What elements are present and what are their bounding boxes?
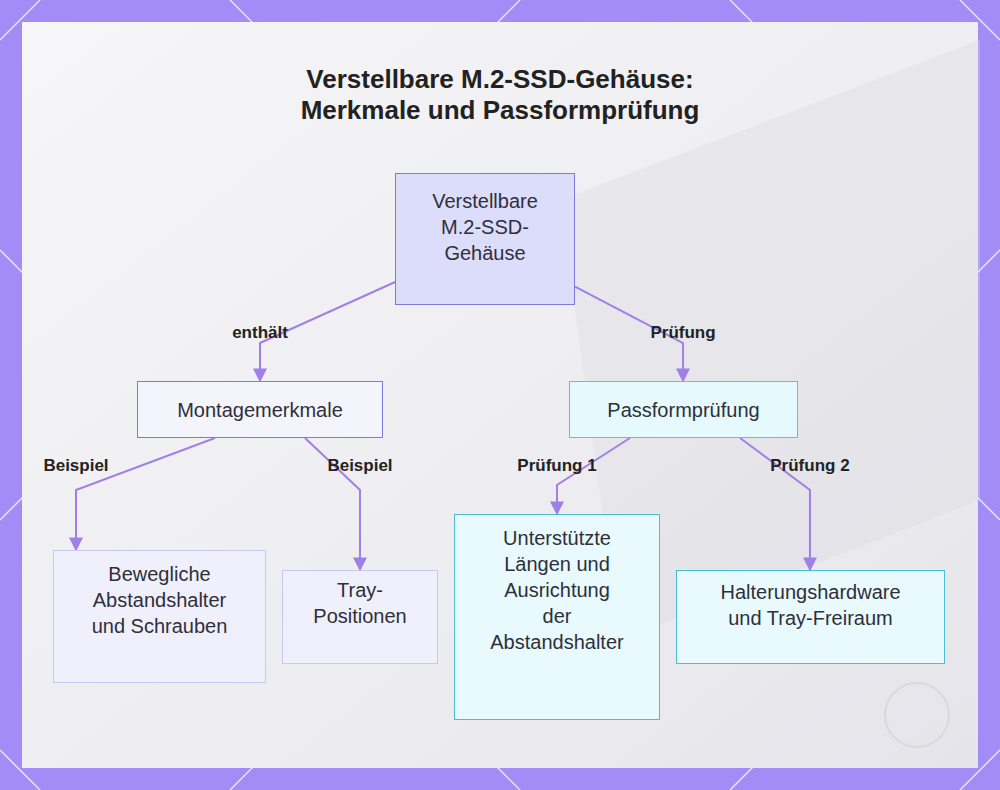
node-label: Passformprüfung [607,397,759,423]
logo-mark [885,683,949,747]
node-label: Verstellbare M.2-SSD-Gehäuse [416,188,554,266]
edge-label: Beispiel [43,456,108,476]
edge-label: Prüfung 1 [517,456,596,476]
edge-label: enthält [232,323,288,343]
root-box: Verstellbare M.2-SSD-Gehäuse [395,173,575,305]
connector-line [557,438,630,514]
edge-label: Beispiel [327,456,392,476]
category-box: Montagemerkmale [137,381,383,438]
node-label: Unterstützte Längen und Ausrichtung der … [488,525,626,655]
example-box: Tray-Positionen [282,570,438,664]
category-box: Passformprüfung [569,381,798,438]
check-box: Halterungshardware und Tray-Freiraum [676,570,945,664]
edge-label: Prüfung [650,323,715,343]
node-label: Montagemerkmale [177,397,343,423]
example-box: Bewegliche Abstandshalter und Schrauben [53,550,266,683]
check-box: Unterstützte Längen und Ausrichtung der … [454,514,660,720]
diagram-title: Verstellbare M.2-SSD-Gehäuse: Merkmale u… [260,64,740,126]
node-label: Halterungshardware und Tray-Freiraum [707,579,914,631]
connector-line [76,438,215,550]
edge-label: Prüfung 2 [770,456,849,476]
node-label: Tray-Positionen [311,577,409,629]
node-label: Bewegliche Abstandshalter und Schrauben [84,561,235,639]
